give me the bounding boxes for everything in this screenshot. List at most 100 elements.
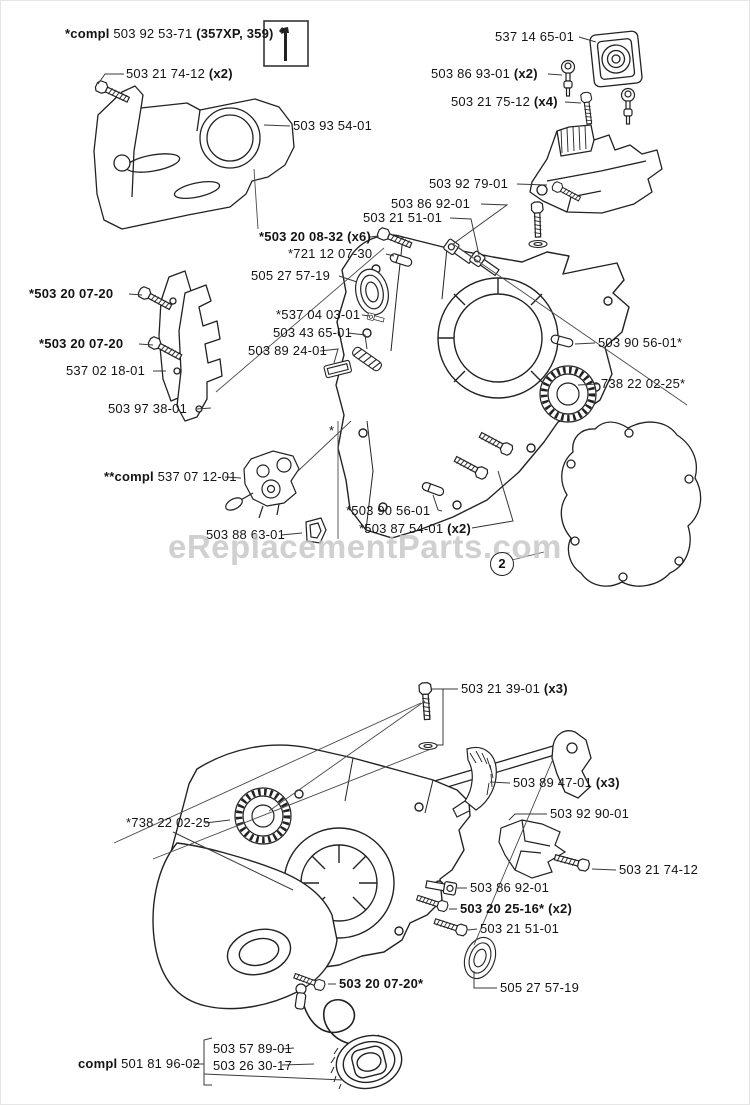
leader-line [138, 343, 154, 346]
part-label-537-14-65-01: 537 14 65-01 [495, 29, 575, 44]
screw-art [579, 91, 596, 125]
lower-diagram [152, 681, 592, 1090]
part-label-738-22-02-25-lower: *738 22 02-25 [126, 815, 211, 830]
leader-line [172, 831, 294, 891]
leader-line [577, 383, 599, 386]
part-label-503-26-30-17: 503 26 30-17 [213, 1058, 293, 1073]
leader-line [473, 971, 497, 989]
screw-art [432, 915, 469, 938]
part-label-503-93-54-01: 503 93 54-01 [293, 118, 373, 133]
leader-line [437, 688, 458, 746]
part-label-503-21-75-12-x4: 503 21 75-12 (x4) [451, 94, 558, 109]
leader-line [196, 407, 212, 410]
bearing-art [540, 366, 596, 422]
legend-box [263, 20, 309, 67]
part-label-503-90-56-01-b: *503 90 56-01 [346, 503, 431, 518]
leader-lines [97, 36, 617, 1086]
part-label-503-43-65-01: 503 43 65-01 [273, 325, 353, 340]
leader-line [432, 494, 443, 512]
washer-art [528, 239, 548, 249]
leader-line [591, 868, 617, 871]
part-label-503-89-47-01-x3: 503 89 47-01 (x3) [513, 775, 620, 790]
leader-line [452, 203, 509, 245]
tank-vent-art [294, 983, 307, 1010]
fuel-tank-art [152, 842, 338, 1010]
leader-line [203, 1073, 344, 1081]
leader-line [347, 332, 368, 350]
leader-line [263, 124, 291, 127]
part-label-compl-503-92-53-71: *compl 503 92 53-71 (357XP, 359) [65, 26, 274, 41]
leader-line [203, 1037, 213, 1086]
leader-line [574, 342, 596, 345]
damper-screw-art [620, 87, 636, 125]
screw-art [530, 201, 545, 238]
leader-line [281, 1063, 315, 1066]
leader-line [97, 73, 124, 85]
spring-art [352, 346, 382, 372]
part-label-503-21-39-01-x3: 503 21 39-01 (x3) [461, 681, 568, 696]
leader-line [280, 532, 303, 536]
part-label-503-88-63-01: 503 88 63-01 [206, 527, 286, 542]
seal-art [458, 932, 502, 984]
part-label-503-90-56-01-star: 503 90 56-01* [598, 335, 683, 350]
part-label-503-57-89-01: 503 57 89-01 [213, 1041, 293, 1056]
brake-spring-art [452, 746, 497, 818]
leader-line [319, 348, 339, 364]
leader-line [471, 470, 514, 529]
leader-line [578, 36, 597, 43]
cover-plate-art [323, 359, 352, 379]
leader-line [489, 781, 511, 784]
part-label-503-86-93-01-x2: 503 86 93-01 (x2) [431, 66, 538, 81]
chain-deflector-art [498, 819, 567, 879]
part-label-503-21-74-12-lower: 503 21 74-12 [619, 862, 699, 877]
part-label-505-27-57-19-upper: 505 27 57-19 [251, 268, 331, 283]
leader-line [547, 73, 563, 76]
leader-line [369, 235, 379, 238]
leader-line [508, 813, 547, 821]
leader-line [467, 928, 478, 931]
part-label-503-92-90-01: 503 92 90-01 [550, 806, 630, 821]
part-label-503-21-51-01-lower: 503 21 51-01 [480, 921, 560, 936]
part-label-537-04-03-01: *537 04 03-01 [276, 307, 361, 322]
part-label-503-20-07-20-b: *503 20 07-20 [39, 336, 124, 351]
tensioner-art [225, 450, 300, 519]
part-label-503-86-92-01-lower: 503 86 92-01 [470, 880, 550, 895]
part-label-503-87-54-01-x2: *503 87 54-01 (x2) [359, 521, 472, 536]
part-label-503-21-74-12-x2: 503 21 74-12 (x2) [126, 66, 233, 81]
carb-mount-art [529, 124, 663, 214]
leader-line [204, 819, 231, 824]
leader-line [338, 275, 358, 283]
chain-guide-plate-art [93, 85, 295, 230]
part-label-503-97-38-01: 503 97 38-01 [108, 401, 188, 416]
clip-art [305, 517, 327, 544]
part-label-503-20-08-32-x6: *503 20 08-32 (x6) [259, 229, 372, 244]
leader-line [361, 314, 371, 317]
leader-line [564, 101, 582, 104]
crank-gasket-art [560, 421, 702, 587]
washer-art [418, 741, 438, 751]
deflector-plates-art [158, 270, 223, 422]
part-label-footnote-star: * [329, 423, 335, 438]
part-label-503-20-07-20-a: *503 20 07-20 [29, 286, 114, 301]
construction-lines [113, 168, 688, 946]
upper-diagram [93, 20, 702, 587]
leader-line [224, 476, 242, 479]
part-label-503-20-25-16-x2: 503 20 25-16* (x2) [460, 901, 573, 916]
part-label-537-02-18-01: 537 02 18-01 [66, 363, 146, 378]
leader-line [281, 1047, 295, 1050]
screw-art [418, 681, 435, 721]
part-label-compl-537-07-12-01: **compl 537 07 12-01 [104, 469, 237, 484]
part-label-503-89-24-01: 503 89 24-01 [248, 343, 328, 358]
leader-line [128, 293, 143, 296]
damper-screw-art [560, 59, 576, 97]
leader-line [516, 183, 548, 186]
part-label-503-92-79-01: 503 92 79-01 [429, 176, 509, 191]
part-label-503-86-92-01-upper: 503 86 92-01 [391, 196, 471, 211]
bearing-art [235, 788, 291, 844]
screw-icon [279, 27, 289, 61]
fuel-cap-art [330, 1034, 403, 1090]
part-label-503-20-07-20-c: 503 20 07-20* [339, 976, 424, 991]
part-label-721-12-07-30: *721 12 07-30 [288, 246, 373, 261]
part-label-compl-501-81-96-02: compl 501 81 96-02 [78, 1056, 201, 1071]
